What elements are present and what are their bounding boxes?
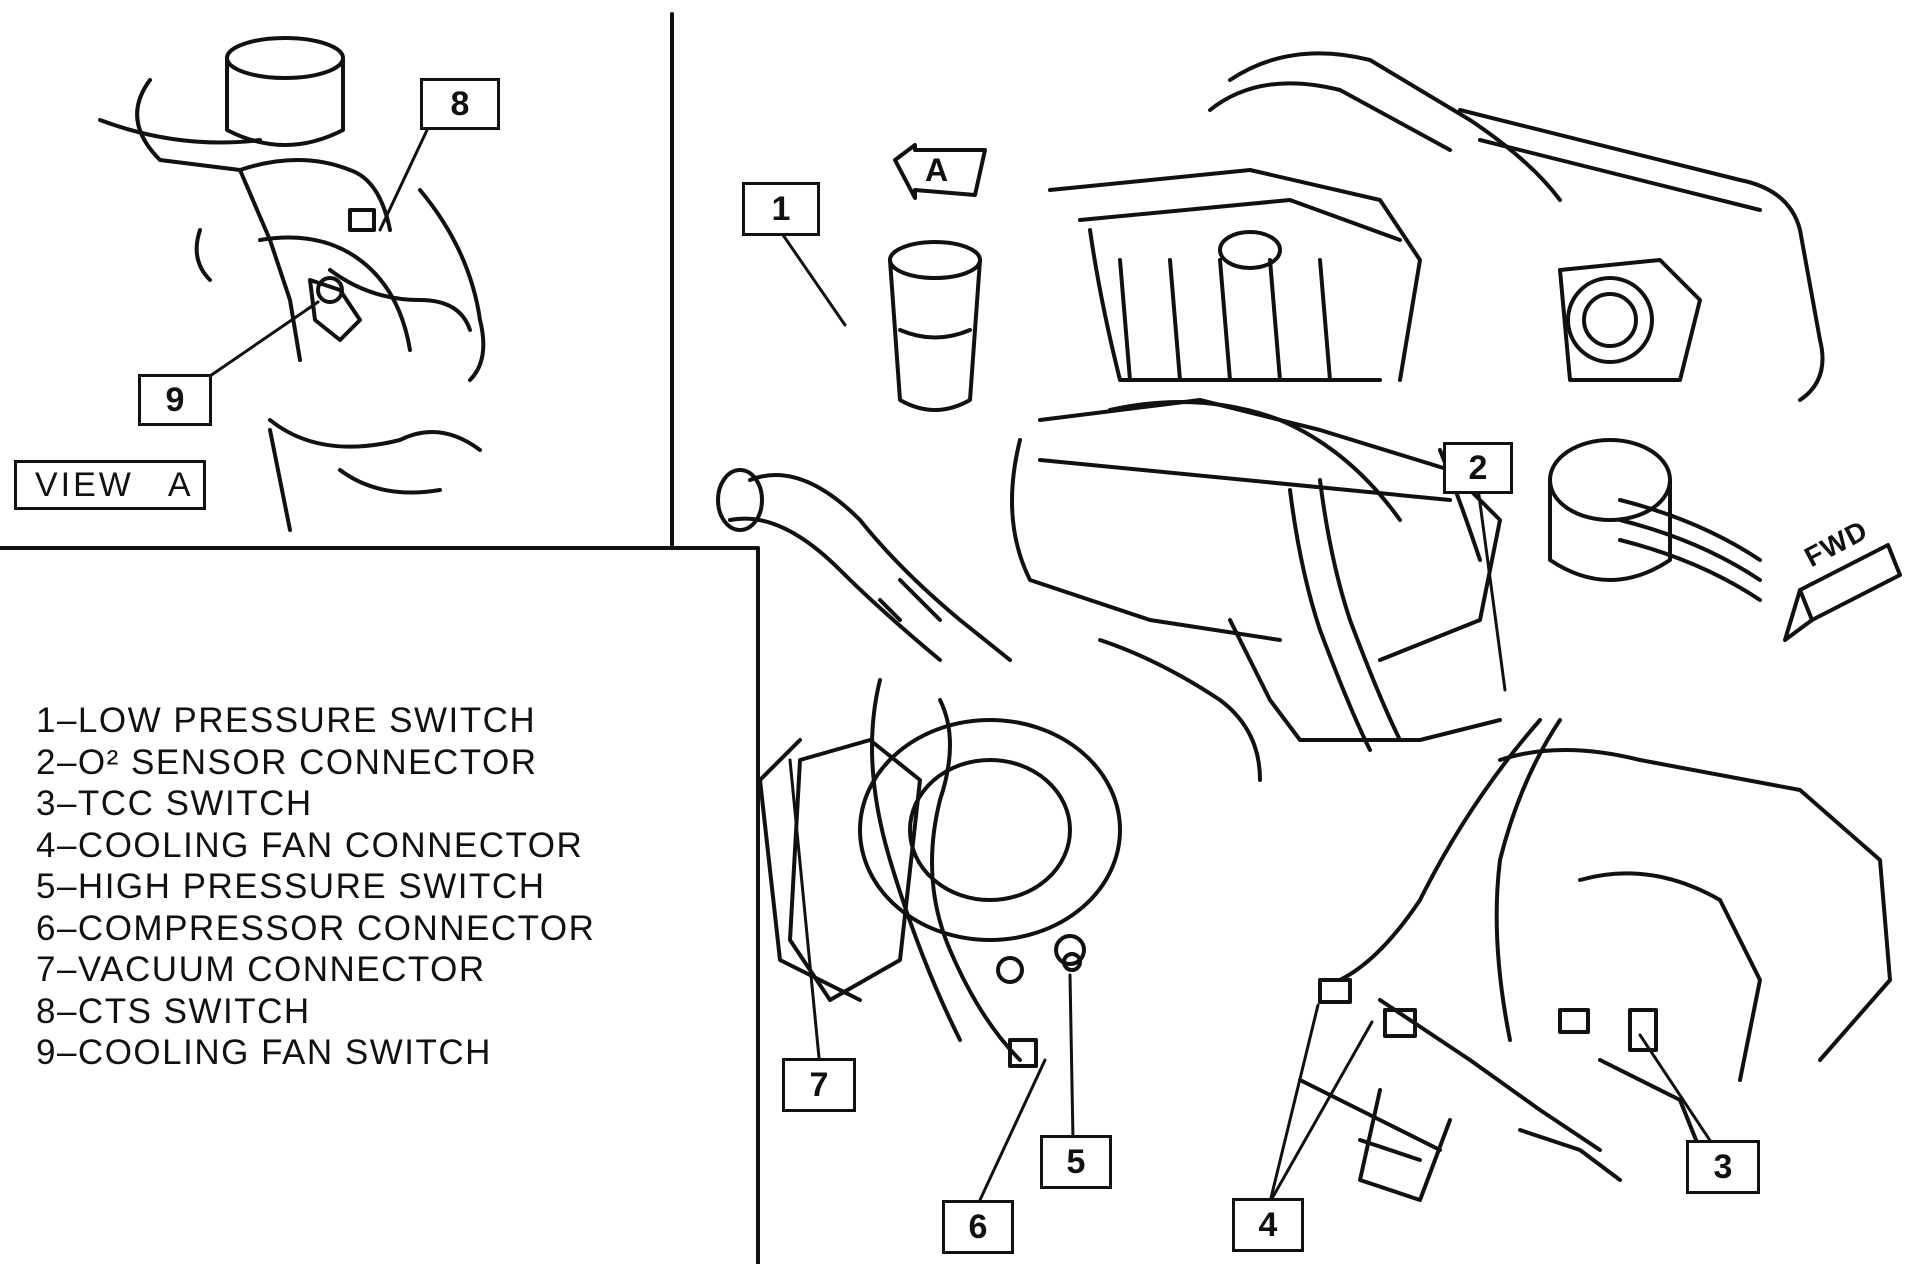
view-a-inset	[98, 36, 486, 532]
leader-lines	[208, 126, 1717, 1204]
legend-item: 3–TCC SWITCH	[36, 784, 313, 823]
legend-item: 6–COMPRESSOR CONNECTOR	[36, 908, 596, 948]
callout-6: 6	[942, 1200, 1014, 1254]
view-a-label-word: VIEW	[35, 466, 134, 504]
view-a-pointer-letter: A	[925, 152, 949, 188]
legend-item: 2–O² SENSOR CONNECTOR	[36, 742, 538, 782]
legend-item: 5–HIGH PRESSURE SWITCH	[36, 867, 546, 906]
callout-7: 7	[782, 1058, 856, 1112]
callout-2: 2	[1443, 442, 1513, 494]
engine-main	[716, 51, 1902, 1202]
callout-8: 8	[420, 78, 500, 130]
callout-9: 9	[138, 374, 212, 426]
view-a-label: VIEW A	[14, 460, 206, 510]
view-a-label-letter: A	[167, 466, 194, 504]
callout-3: 3	[1686, 1140, 1760, 1194]
legend-item: 4–COOLING FAN CONNECTOR	[36, 825, 584, 865]
callout-1: 1	[742, 182, 820, 236]
callout-5: 5	[1040, 1135, 1112, 1189]
legend-item: 9–COOLING FAN SWITCH	[36, 1033, 492, 1072]
legend-item: 8–CTS SWITCH	[36, 991, 311, 1031]
component-legend: 1–LOW PRESSURE SWITCH 2–O² SENSOR CONNEC…	[36, 700, 595, 1074]
legend-item: 7–VACUUM CONNECTOR	[36, 950, 486, 989]
callout-4: 4	[1232, 1198, 1304, 1252]
legend-item: 1–LOW PRESSURE SWITCH	[36, 701, 537, 740]
